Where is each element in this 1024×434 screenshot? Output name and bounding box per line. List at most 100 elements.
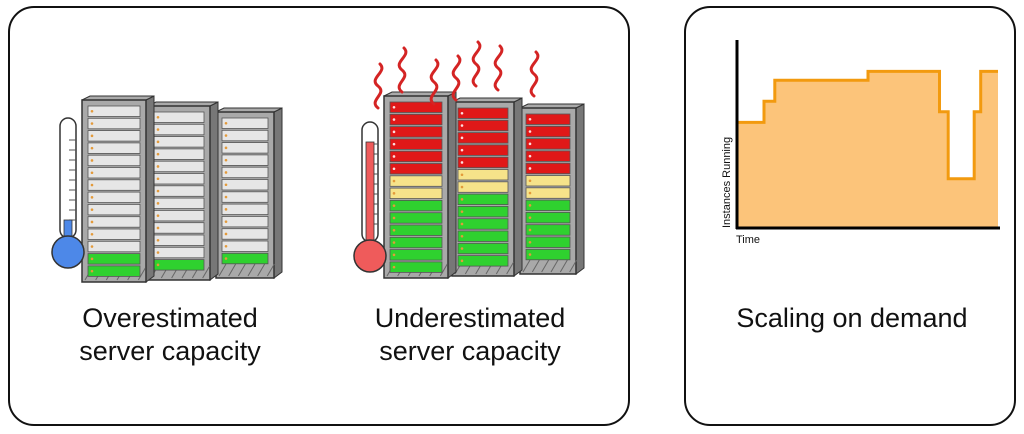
server-cabinet-3 <box>519 103 585 275</box>
y-axis-label: Instances Running <box>721 137 733 228</box>
drive-slot <box>153 259 205 271</box>
drive-slot <box>389 126 443 138</box>
drive-slot <box>221 191 269 203</box>
drive-slot <box>389 224 443 236</box>
drive-slot <box>221 179 269 191</box>
underestimated-caption-line1: Underestimated <box>374 303 566 333</box>
drive-slot <box>87 167 141 179</box>
drive-slot <box>457 205 509 218</box>
drive-slot <box>221 166 269 179</box>
drive-slot <box>457 156 509 169</box>
server-cabinet-2 <box>451 97 523 277</box>
drive-slot <box>153 136 205 148</box>
drive-slot <box>457 242 509 255</box>
drive-slot <box>153 234 205 246</box>
drive-slot <box>87 204 141 216</box>
x-axis-label: Time <box>736 234 760 246</box>
cold-thermometer-icon <box>51 117 85 269</box>
drive-slot <box>87 179 141 191</box>
drive-slot <box>87 154 141 167</box>
heat-wave-icon <box>529 50 540 98</box>
overestimated-server-rack-illustration <box>51 95 283 283</box>
drive-slot <box>457 255 509 267</box>
drive-slot <box>221 228 269 240</box>
drive-slot <box>153 246 205 259</box>
heat-wave-icon <box>429 58 440 106</box>
drive-slot <box>221 252 269 265</box>
drive-slot <box>525 150 571 162</box>
drive-slot <box>87 142 141 154</box>
drive-slot <box>389 163 443 175</box>
drive-slot <box>87 191 141 203</box>
drive-slot <box>389 113 443 126</box>
drive-slot <box>457 107 509 119</box>
drive-slot <box>525 138 571 150</box>
drive-slot <box>457 193 509 206</box>
heat-wave-icon <box>493 44 504 92</box>
drive-slot <box>525 162 571 175</box>
drive-slot <box>389 150 443 163</box>
drive-slot <box>389 187 443 200</box>
drive-slot <box>221 117 269 129</box>
drive-slot <box>87 253 141 265</box>
drive-slot <box>153 210 205 222</box>
drive-slot <box>153 160 205 173</box>
drive-slot <box>153 185 205 197</box>
drive-slot <box>153 173 205 185</box>
drive-slot <box>457 169 509 181</box>
thermometer-bulb <box>353 239 387 273</box>
drive-slot <box>457 119 509 132</box>
server-cabinet-1 <box>81 95 155 283</box>
underestimated-server-rack-illustration <box>353 40 585 279</box>
overestimated-caption: Overestimated server capacity <box>50 302 290 368</box>
drive-slot <box>389 236 443 249</box>
hot-thermometer-icon <box>353 121 387 273</box>
drive-slot <box>525 125 571 138</box>
drive-slot <box>87 130 141 142</box>
drive-slot <box>525 248 571 261</box>
heat-wave-icon <box>451 54 462 102</box>
overestimated-caption-line2: server capacity <box>79 336 261 366</box>
drive-slot <box>525 236 571 248</box>
drive-slot <box>87 105 141 117</box>
drive-slot <box>389 101 443 113</box>
drive-slot <box>153 111 205 123</box>
drive-slot <box>221 129 269 142</box>
drive-slot <box>221 216 269 228</box>
drive-slot <box>457 230 509 242</box>
drive-slot <box>153 197 205 209</box>
drive-slot <box>153 123 205 136</box>
drive-slot <box>389 199 443 212</box>
drive-slot <box>87 240 141 253</box>
drive-slot <box>87 216 141 228</box>
drive-slot <box>525 199 571 212</box>
drive-slot <box>87 117 141 130</box>
drive-slot <box>457 144 509 156</box>
drive-slot <box>389 261 443 273</box>
drive-slot <box>457 181 509 193</box>
scaling-caption: Scaling on demand <box>736 303 968 333</box>
drive-slot <box>221 142 269 154</box>
drive-slot <box>221 240 269 252</box>
server-cabinet-1 <box>383 91 457 279</box>
heat-wave-icon <box>397 46 408 94</box>
drive-slot <box>525 224 571 236</box>
drive-slot <box>389 212 443 224</box>
server-cabinet-2 <box>147 101 219 281</box>
thermometer-bulb <box>51 235 85 269</box>
server-cabinet-3 <box>215 107 283 279</box>
drive-slot <box>525 175 571 187</box>
drive-slot <box>87 228 141 240</box>
drive-slot <box>389 249 443 261</box>
heat-wave-icon <box>373 62 384 110</box>
overestimated-caption-line1: Overestimated <box>82 303 258 333</box>
instances-step-line <box>738 69 998 181</box>
drive-slot <box>525 211 571 224</box>
drive-slot <box>525 113 571 125</box>
underestimated-caption-line2: server capacity <box>379 336 561 366</box>
drive-slot <box>389 138 443 150</box>
heat-wave-icon <box>471 40 482 88</box>
drive-slot <box>153 148 205 160</box>
drive-slot <box>525 187 571 199</box>
